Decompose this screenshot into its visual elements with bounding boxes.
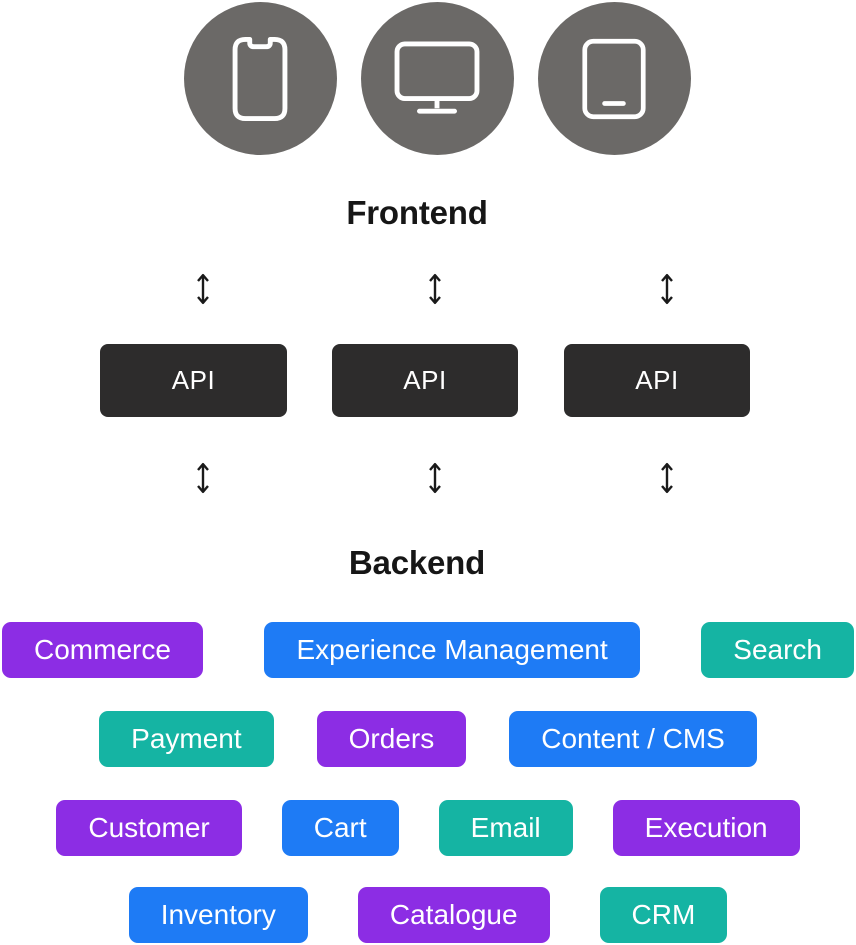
service-pill-email: Email xyxy=(438,800,573,856)
smartphone-icon xyxy=(232,36,288,121)
service-row: Payment Orders Content / CMS xyxy=(0,711,856,767)
monitor-icon xyxy=(394,40,480,114)
device-circle-tablet xyxy=(537,2,691,155)
service-row: Inventory Catalogue CRM xyxy=(0,887,856,943)
service-row: Customer Cart Email Execution xyxy=(0,800,856,856)
service-pill-payment: Payment xyxy=(99,711,274,767)
service-pill-commerce: Commerce xyxy=(2,622,203,678)
service-pill-execution: Execution xyxy=(612,800,800,856)
service-pill-cart: Cart xyxy=(281,800,399,856)
service-pill-catalogue: Catalogue xyxy=(357,887,550,943)
vertical-double-arrow-icon xyxy=(195,460,211,496)
service-pill-crm: CRM xyxy=(599,887,728,943)
frontend-devices-row xyxy=(0,2,856,155)
vertical-double-arrow-icon xyxy=(427,271,443,307)
api-node: API xyxy=(100,344,287,417)
vertical-double-arrow-icon xyxy=(659,271,675,307)
frontend-label: Frontend xyxy=(346,194,488,231)
device-circle-monitor xyxy=(360,2,514,155)
vertical-double-arrow-icon xyxy=(427,460,443,496)
service-pill-content-cms: Content / CMS xyxy=(509,711,757,767)
device-circle-smartphone xyxy=(183,2,337,155)
service-pill-experience-management: Experience Management xyxy=(264,622,640,678)
service-pill-orders: Orders xyxy=(316,711,467,767)
service-pill-customer: Customer xyxy=(56,800,242,856)
vertical-double-arrow-icon xyxy=(195,271,211,307)
service-row: Commerce Experience Management Search xyxy=(0,622,856,678)
api-node: API xyxy=(564,344,750,417)
vertical-double-arrow-icon xyxy=(659,460,675,496)
service-pill-search: Search xyxy=(701,622,854,678)
backend-label: Backend xyxy=(348,544,486,581)
service-pill-inventory: Inventory xyxy=(128,887,308,943)
api-node: API xyxy=(332,344,518,417)
tablet-icon xyxy=(582,38,646,119)
